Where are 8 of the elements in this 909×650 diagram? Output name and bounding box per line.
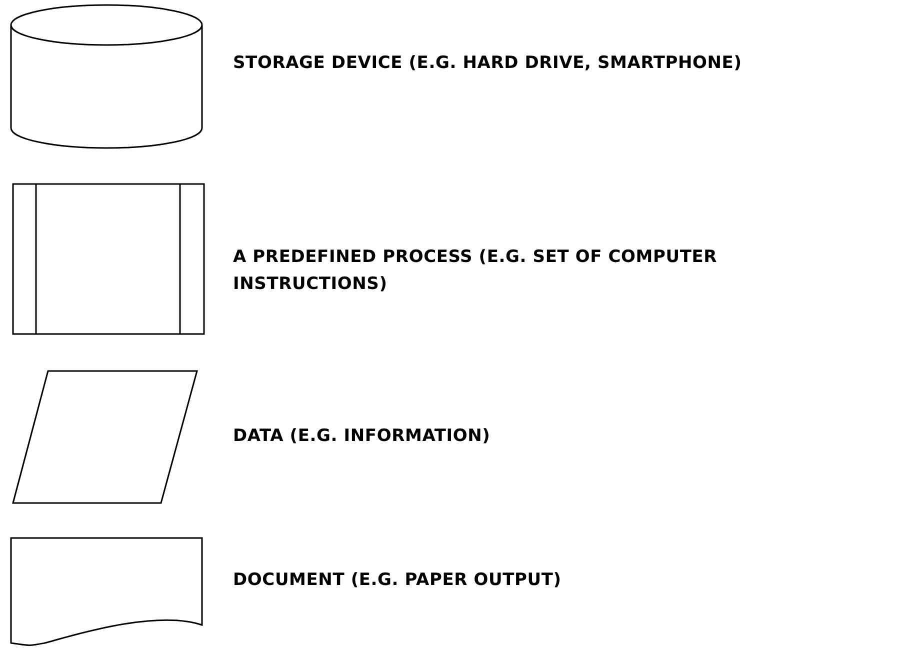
symbol-description: STORAGE DEVICE (E.G. HARD DRIVE, SMARTPHONE): [233, 52, 742, 75]
symbol-description: DOCUMENT (E.G. PAPER OUTPUT): [233, 569, 562, 592]
data-parallelogram-symbol: [12, 370, 198, 504]
predefined-process-symbol: [12, 183, 205, 335]
document-symbol: [10, 537, 203, 647]
storage-cylinder-symbol: [10, 5, 203, 148]
symbol-description: A PREDEFINED PROCESS (E.G. SET OF COMPUTER INSTRUCTIONS): [233, 246, 718, 296]
symbol-description: DATA (E.G. INFORMATION): [233, 425, 490, 448]
